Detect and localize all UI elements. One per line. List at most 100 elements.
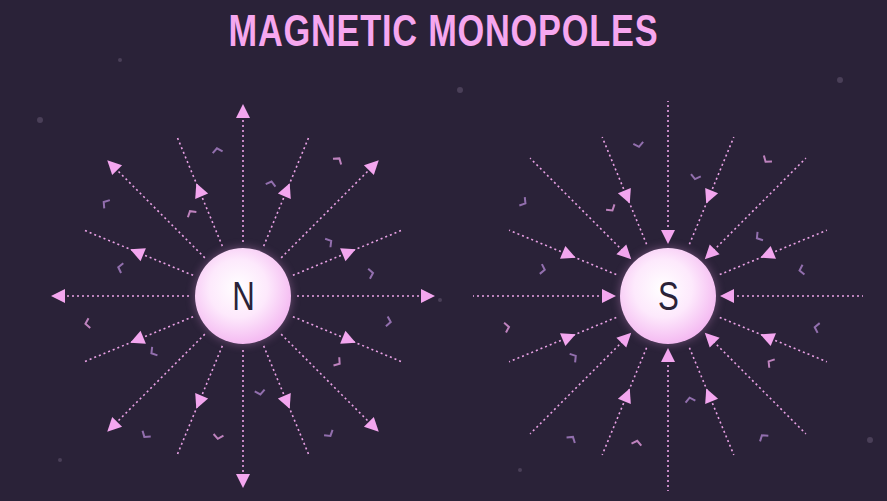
field-part <box>509 317 616 361</box>
field-part <box>530 341 623 434</box>
south-field <box>473 101 863 491</box>
field-part <box>799 265 805 276</box>
field-part <box>101 198 110 209</box>
field-part <box>799 265 805 276</box>
field-part <box>473 289 616 303</box>
field-part <box>690 174 701 180</box>
field-part <box>519 197 528 208</box>
field-part <box>212 147 223 153</box>
field-part <box>186 209 197 218</box>
field-part <box>560 246 578 264</box>
field-part <box>700 328 811 439</box>
title: MAGNETIC MONOPOLES <box>229 6 659 56</box>
field-part <box>606 204 617 213</box>
field-part <box>236 474 250 488</box>
field-part <box>297 295 423 297</box>
field-part <box>334 357 343 367</box>
field-part <box>102 417 122 437</box>
chevrons <box>504 142 820 446</box>
field-part <box>364 155 384 175</box>
field-part <box>667 360 669 491</box>
title-bar: MAGNETIC MONOPOLES <box>0 6 887 56</box>
field-part <box>814 322 820 333</box>
field-part <box>213 434 224 440</box>
field-part <box>293 230 402 275</box>
field-part <box>190 181 208 199</box>
field-part <box>171 134 229 248</box>
south-pole-circle: S <box>620 248 716 344</box>
field-part <box>754 232 763 243</box>
field-part <box>506 224 619 281</box>
field-part <box>758 432 769 441</box>
field-part <box>102 155 209 262</box>
field-part <box>700 386 718 404</box>
field-part <box>334 357 343 367</box>
north-field <box>51 104 435 488</box>
field-part <box>190 393 208 411</box>
field-part <box>690 174 701 180</box>
field-part <box>324 430 335 439</box>
field-part <box>762 156 772 165</box>
field-part <box>560 328 578 346</box>
field-part <box>596 345 653 458</box>
field-part <box>37 117 43 123</box>
field-part <box>758 432 769 441</box>
field-part <box>213 434 224 440</box>
field-part <box>438 298 442 302</box>
field-part <box>85 318 91 329</box>
field-part <box>618 386 636 404</box>
field-part <box>633 142 644 148</box>
field-part <box>117 262 123 273</box>
field-part <box>506 311 619 368</box>
field-part <box>661 348 675 362</box>
field-part <box>84 317 193 362</box>
field-part <box>276 329 383 436</box>
field-part <box>867 437 873 443</box>
field-part <box>116 169 205 258</box>
field-part <box>837 77 843 83</box>
field-part <box>754 232 763 243</box>
field-part <box>633 142 644 148</box>
field-part <box>421 289 435 303</box>
field-part <box>324 430 335 439</box>
field-part <box>102 329 209 436</box>
north-pole-circle: N <box>195 248 291 344</box>
field-part <box>661 101 675 244</box>
field-part <box>101 198 110 209</box>
field-part <box>540 264 546 275</box>
field-part <box>149 347 158 358</box>
field-part <box>128 331 146 349</box>
field-part <box>186 209 197 218</box>
field-part <box>720 317 827 361</box>
field-part <box>325 237 334 248</box>
field-part <box>276 155 383 262</box>
field-part <box>632 440 643 446</box>
field-part <box>102 155 122 175</box>
field-part <box>278 393 296 411</box>
field-part <box>570 352 579 363</box>
field-part <box>504 322 510 333</box>
field-part <box>340 243 358 261</box>
field-part <box>51 289 65 303</box>
field-part <box>118 58 122 62</box>
field-part <box>525 153 636 264</box>
field-part <box>116 334 205 423</box>
field-part <box>177 137 222 246</box>
field-part <box>290 310 404 368</box>
field-part <box>81 310 195 368</box>
field-part <box>257 343 315 457</box>
field-part <box>281 169 370 258</box>
field-part <box>713 158 806 251</box>
field-part <box>685 397 696 403</box>
field-part <box>570 352 579 363</box>
field-part <box>140 431 150 440</box>
field-part <box>255 390 266 396</box>
field-part <box>290 224 404 282</box>
field-part <box>51 289 189 303</box>
field-part <box>632 440 643 446</box>
field-part <box>618 188 636 206</box>
field-part <box>713 341 806 434</box>
field-part <box>149 347 158 358</box>
field-part <box>762 156 772 165</box>
